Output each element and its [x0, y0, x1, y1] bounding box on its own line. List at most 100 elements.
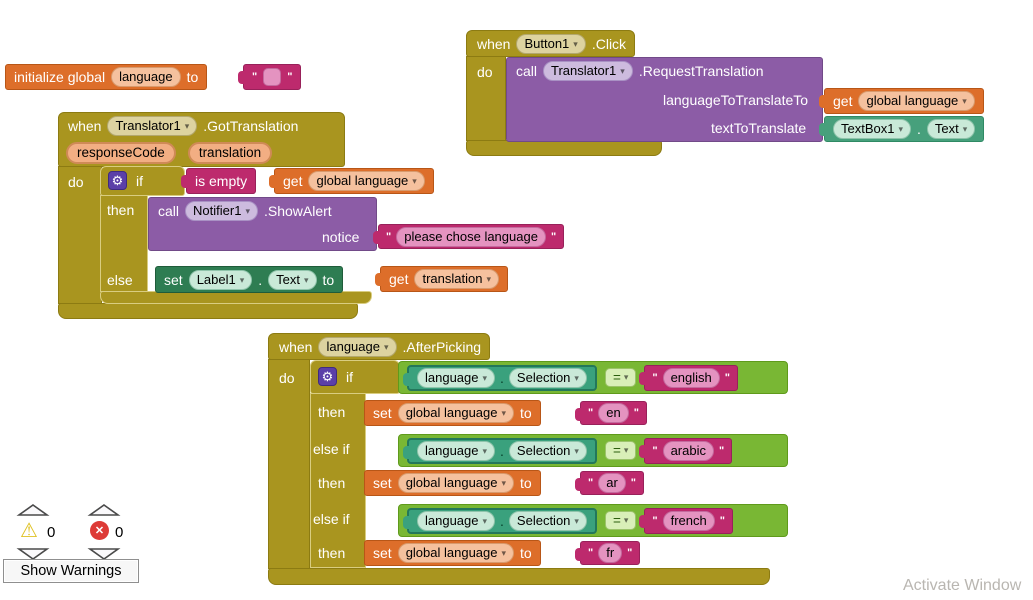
notice-string-block[interactable]: " please chose language "	[372, 224, 565, 249]
string-value-field[interactable]: english	[662, 367, 720, 388]
variable-dropdown-translation[interactable]: translation▾	[414, 269, 499, 289]
expand-warnings-arrow-icon[interactable]	[16, 546, 50, 562]
language-selection-getter[interactable]: language▾ . Selection▾	[403, 507, 597, 534]
open-quote: "	[652, 514, 658, 527]
string-value-field[interactable]: en	[598, 403, 629, 423]
event-do-spine[interactable]	[268, 359, 310, 569]
equals-comparison-block[interactable]: language▾ . Selection▾ =▾ " arabic "	[398, 434, 788, 467]
operator-dropdown-equals[interactable]: =▾	[604, 441, 637, 460]
call-label: call	[516, 62, 538, 79]
dropdown-arrow-icon: ▾	[574, 515, 579, 526]
event-header-afterpicking[interactable]: when language▾ .AfterPicking	[268, 333, 491, 360]
collapse-warnings-arrow-icon[interactable]	[16, 502, 50, 518]
if-block-spine[interactable]	[100, 195, 148, 292]
component-dropdown-translator1[interactable]: Translator1▾	[543, 60, 633, 81]
expand-errors-arrow-icon[interactable]	[87, 546, 121, 562]
set-global-language-block[interactable]: set global language▾ to	[364, 540, 541, 566]
method-name: .RequestTranslation	[638, 62, 764, 79]
variable-dropdown-global-language[interactable]: global language▾	[858, 91, 975, 111]
string-value-field[interactable]: please chose language	[396, 226, 546, 247]
event-name: .AfterPicking	[402, 338, 482, 355]
then-label: then	[318, 545, 346, 561]
notice-arg-label: notice	[322, 229, 360, 245]
variable-dropdown-global-language[interactable]: global language▾	[308, 171, 425, 191]
get-label: get	[283, 173, 303, 189]
empty-string-block[interactable]: " "	[237, 64, 302, 90]
do-label: do	[279, 370, 295, 386]
component-dropdown-language[interactable]: language▾	[417, 440, 496, 461]
string-value-field[interactable]: french	[662, 510, 715, 531]
language-selection-getter[interactable]: language▾ . Selection▾	[403, 437, 597, 464]
open-quote: "	[252, 71, 258, 83]
mutator-gear-icon[interactable]: ⚙	[108, 171, 127, 190]
property-dropdown-text[interactable]: Text▾	[926, 119, 976, 139]
equals-comparison-block[interactable]: language▾ . Selection▾ =▾ " french "	[398, 504, 788, 537]
event-header-button-click[interactable]: when Button1▾ .Click	[466, 30, 636, 57]
string-block-french[interactable]: " french "	[639, 507, 733, 534]
param-responsecode[interactable]: responseCode	[66, 142, 176, 164]
property-dropdown-selection[interactable]: Selection▾	[508, 440, 587, 461]
variable-name-field[interactable]: language	[111, 67, 181, 87]
string-value-field[interactable]: ar	[598, 473, 626, 493]
event-do-spine[interactable]	[58, 166, 102, 304]
set-global-language-block[interactable]: set global language▾ to	[364, 400, 541, 426]
string-value-field[interactable]: fr	[598, 543, 623, 563]
component-dropdown-textbox1[interactable]: TextBox1▾	[833, 119, 912, 139]
set-label: set	[373, 475, 392, 491]
to-label: to	[520, 545, 532, 561]
close-quote: "	[719, 514, 725, 527]
close-quote: "	[633, 407, 639, 419]
component-dropdown-label1[interactable]: Label1▾	[188, 269, 253, 290]
get-translation-block[interactable]: get translation▾	[375, 266, 508, 292]
variable-dropdown-global-language[interactable]: global language▾	[397, 403, 515, 423]
component-dropdown-translator1[interactable]: Translator1▾	[107, 116, 198, 136]
event-do-spine[interactable]	[466, 56, 506, 141]
set-label: set	[373, 405, 392, 421]
get-global-language-block[interactable]: get global language▾	[819, 88, 984, 114]
operator-dropdown-equals[interactable]: =▾	[604, 511, 637, 530]
property-dropdown-selection[interactable]: Selection▾	[508, 367, 587, 388]
dropdown-arrow-icon: ▾	[245, 205, 250, 216]
warning-count: 0	[47, 524, 56, 541]
variable-dropdown-global-language[interactable]: global language▾	[397, 543, 515, 563]
event-block-foot[interactable]	[268, 568, 770, 585]
open-quote: "	[588, 407, 594, 419]
collapse-errors-arrow-icon[interactable]	[87, 502, 121, 518]
event-block-foot[interactable]	[58, 303, 358, 319]
component-dropdown-language[interactable]: language▾	[318, 336, 397, 357]
is-empty-block[interactable]: is empty	[180, 168, 257, 194]
string-block-english[interactable]: " english "	[639, 364, 738, 391]
get-label: get	[833, 93, 853, 109]
component-dropdown-button1[interactable]: Button1▾	[516, 33, 586, 54]
string-block-fr[interactable]: " fr "	[574, 541, 641, 565]
string-value-field[interactable]	[263, 68, 282, 86]
equals-comparison-block[interactable]: language▾ . Selection▾ =▾ " english "	[398, 361, 788, 394]
event-header-gottranslation[interactable]: when Translator1▾ .GotTranslation	[58, 112, 306, 140]
set-global-language-block[interactable]: set global language▾ to	[364, 470, 541, 496]
property-dropdown-selection[interactable]: Selection▾	[508, 510, 587, 531]
set-label1-text-block[interactable]: set Label1▾ . Text▾ to	[155, 266, 344, 293]
param-translation[interactable]: translation	[187, 142, 273, 164]
event-name: .GotTranslation	[203, 118, 299, 134]
string-block-en[interactable]: " en "	[575, 401, 647, 425]
get-global-language-block[interactable]: get global language▾	[269, 168, 434, 194]
component-dropdown-notifier1[interactable]: Notifier1▾	[185, 200, 258, 221]
event-block-foot[interactable]	[466, 140, 662, 156]
string-block-arabic[interactable]: " arabic "	[639, 437, 733, 464]
component-dropdown-language[interactable]: language▾	[417, 510, 496, 531]
dot-label: .	[917, 121, 921, 137]
operator-dropdown-equals[interactable]: =▾	[604, 368, 637, 387]
variable-dropdown-global-language[interactable]: global language▾	[397, 473, 515, 493]
textbox1-text-getter-block[interactable]: TextBox1▾ . Text▾	[818, 116, 985, 142]
property-dropdown-text[interactable]: Text▾	[268, 269, 317, 290]
mutator-gear-icon[interactable]: ⚙	[318, 367, 337, 386]
component-dropdown-language[interactable]: language▾	[417, 367, 496, 388]
string-block-ar[interactable]: " ar "	[575, 471, 644, 495]
init-global-variable-block[interactable]: initialize global language to	[5, 64, 208, 90]
string-value-field[interactable]: arabic	[662, 440, 714, 461]
dropdown-arrow-icon: ▾	[623, 515, 629, 525]
show-warnings-button[interactable]: Show Warnings	[3, 559, 139, 583]
close-quote: "	[719, 444, 725, 457]
language-selection-getter[interactable]: language▾ . Selection▾	[403, 364, 597, 391]
